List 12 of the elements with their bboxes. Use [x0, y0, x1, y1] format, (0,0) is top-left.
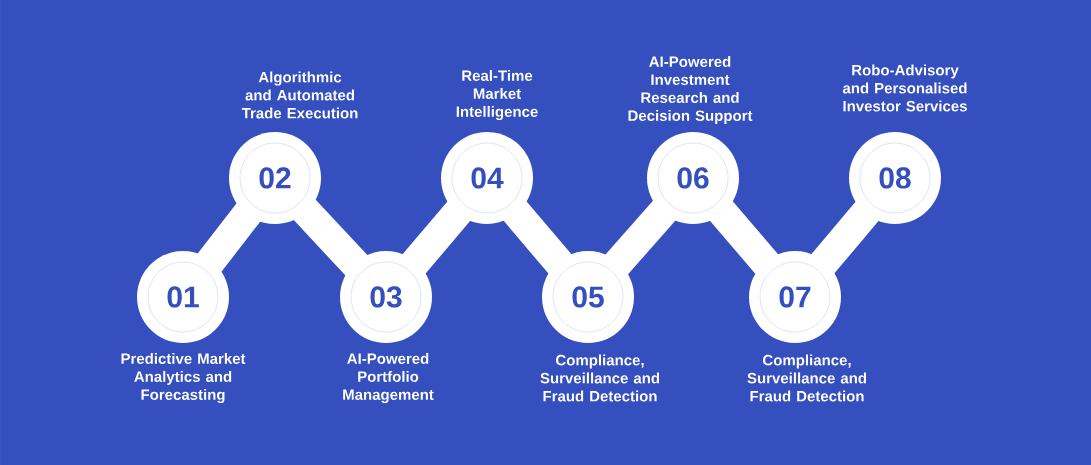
step-caption: AI-Powered Investment Research and Decision Support: [628, 56, 753, 124]
step-caption: Predictive Market Analytics and Forecasting: [121, 352, 246, 403]
node-label: 07: [779, 286, 811, 308]
step-caption: Real-Time Market Intelligence: [456, 69, 538, 120]
step-caption: Robo-Advisory and Personalised Investor Services: [842, 64, 967, 112]
step-caption: Compliance, Surveillance and Fraud Detection: [747, 354, 867, 402]
step-caption: AI-Powered Portfolio Management: [343, 352, 434, 403]
step-caption: Compliance, Surveillance and Fraud Detection: [540, 354, 660, 402]
node-label: 04: [471, 167, 504, 189]
node-label: 02: [259, 167, 291, 189]
connector-band: [810, 199, 880, 276]
step-caption: Algorithmic and Automated Trade Execution: [241, 71, 358, 119]
